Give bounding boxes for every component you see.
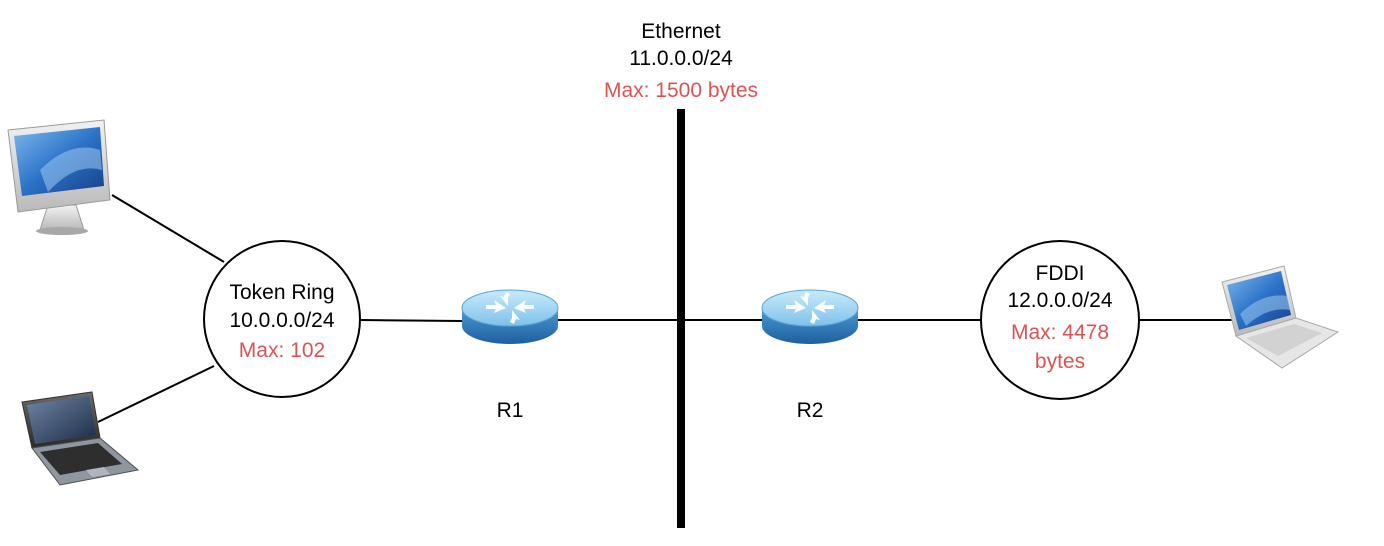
link-laptop-tokenring xyxy=(97,365,215,423)
router-icon xyxy=(461,289,559,344)
connection-lines xyxy=(97,194,1232,423)
token-ring-max-size: Max: 102 xyxy=(239,339,325,362)
token-ring-circle xyxy=(203,240,361,398)
token-ring-network: Token Ring 10.0.0.0/24 Max: 102 xyxy=(203,240,361,398)
fddi-max-size: Max: 4478 xyxy=(1011,321,1109,344)
token-ring-subnet: 10.0.0.0/24 xyxy=(229,309,334,332)
laptop-black-icon xyxy=(21,391,140,486)
router-r1: R1 xyxy=(461,289,559,422)
ethernet-max-size: Max: 1500 bytes xyxy=(604,79,758,102)
router-icon xyxy=(761,289,859,344)
fddi-circle xyxy=(980,240,1140,400)
ethernet-bus xyxy=(677,109,685,528)
fddi-name: FDDI xyxy=(1036,262,1085,285)
desktop-computer-icon xyxy=(7,119,111,235)
router-r2-label: R2 xyxy=(797,399,824,422)
fddi-max-size-unit: bytes xyxy=(1035,350,1085,373)
fddi-network: FDDI 12.0.0.0/24 Max: 4478 bytes xyxy=(980,240,1140,400)
token-ring-name: Token Ring xyxy=(229,281,334,304)
ethernet-name: Ethernet xyxy=(641,20,721,43)
laptop-white-icon xyxy=(1221,265,1340,369)
router-r2: R2 xyxy=(761,289,859,422)
fddi-subnet: 12.0.0.0/24 xyxy=(1007,289,1112,312)
ethernet-subnet: 11.0.0.0/24 xyxy=(629,47,733,70)
link-tokenring-r1 xyxy=(359,319,463,322)
router-r1-label: R1 xyxy=(497,399,524,422)
link-desktop-tokenring xyxy=(111,194,225,263)
